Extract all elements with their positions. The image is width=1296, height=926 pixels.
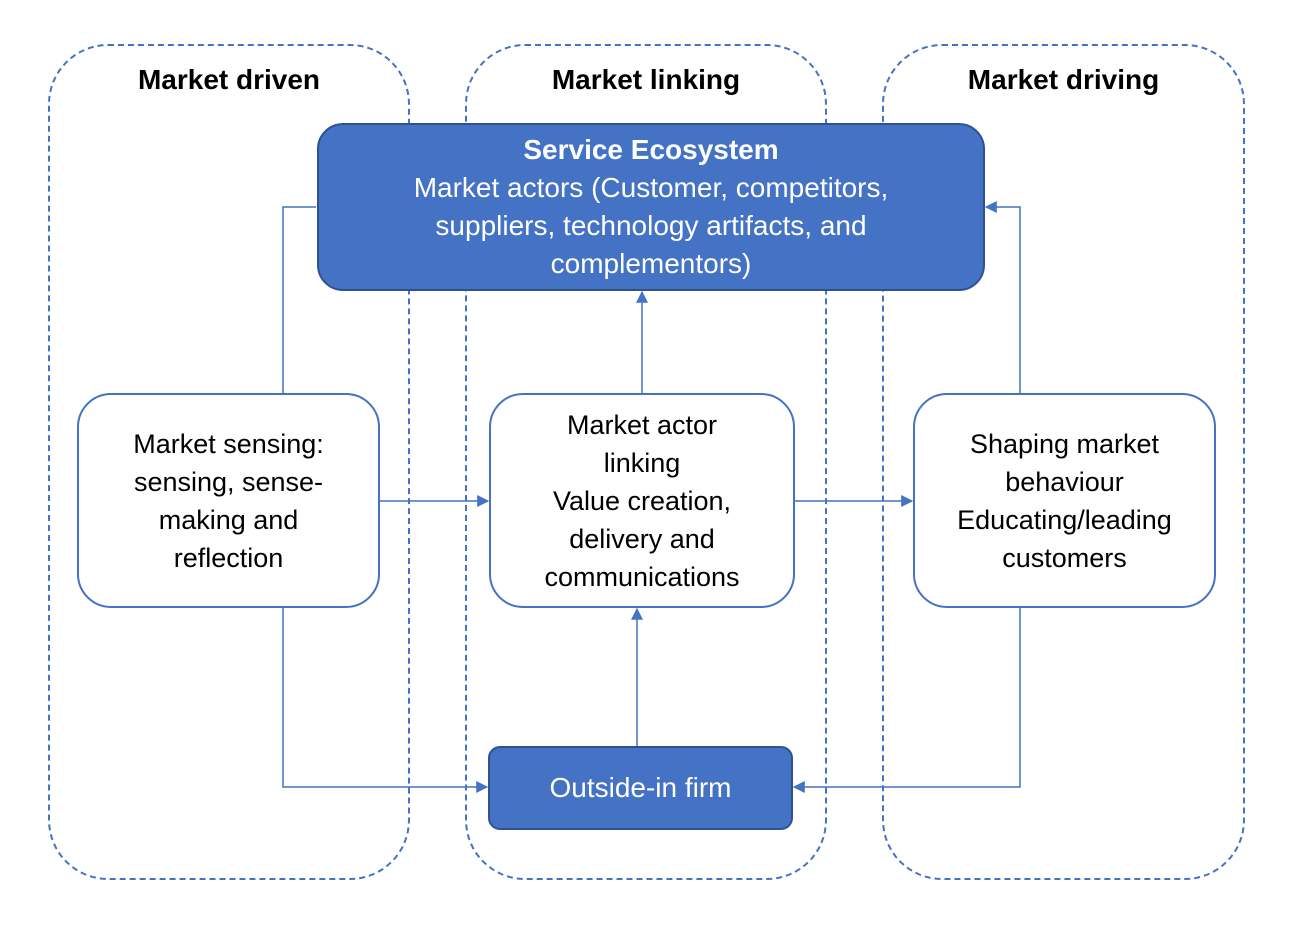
market-actor-linking-line: delivery and (569, 523, 715, 554)
column-title-market-linking: Market linking (551, 64, 741, 95)
column-market-driven: Market driven (48, 44, 410, 880)
outside-in-firm-box: Outside-in firm (488, 746, 793, 830)
edge-sensing-to-ecosystem (282, 206, 316, 393)
market-sensing-line: sensing, sense- (133, 466, 324, 497)
column-market-driving: Market driving (882, 44, 1245, 880)
outside-in-firm-label: Outside-in firm (549, 772, 732, 803)
column-title-market-driven: Market driven (137, 64, 321, 95)
edge-shaping-to-outside (792, 608, 1021, 793)
market-actor-linking-line: Value creation, (552, 485, 732, 516)
market-sensing-box: Market sensing: sensing, sense- making a… (77, 393, 380, 608)
service-ecosystem-title: Service Ecosystem (523, 134, 779, 165)
shaping-market-behaviour-box: Shaping market behaviour Educating/leadi… (913, 393, 1216, 608)
edge-sensing-to-outside (282, 608, 489, 793)
column-market-linking: Market linking (465, 44, 827, 880)
shaping-market-line: behaviour (1005, 466, 1124, 497)
service-ecosystem-line: complementors) (550, 248, 752, 279)
market-actor-linking-box: Market actor linking Value creation, del… (489, 393, 795, 608)
market-sensing-line: making and (158, 504, 299, 535)
service-ecosystem-line: Market actors (Customer, competitors, (413, 172, 889, 203)
market-actor-linking-line: communications (544, 561, 740, 592)
market-actor-linking-line: Market actor (566, 409, 718, 440)
edge-shaping-to-ecosystem (984, 201, 1021, 393)
column-title-market-driving: Market driving (967, 64, 1160, 95)
service-ecosystem-box: Service Ecosystem Market actors (Custome… (317, 123, 985, 291)
shaping-market-line: customers (1002, 542, 1127, 573)
market-actor-linking-line: linking (603, 447, 681, 478)
shaping-market-line: Educating/leading (957, 504, 1172, 535)
service-ecosystem-line: suppliers, technology artifacts, and (435, 210, 867, 241)
market-sensing-line: Market sensing: (133, 428, 324, 459)
shaping-market-line: Shaping market (969, 428, 1160, 459)
market-sensing-line: reflection (173, 542, 284, 573)
